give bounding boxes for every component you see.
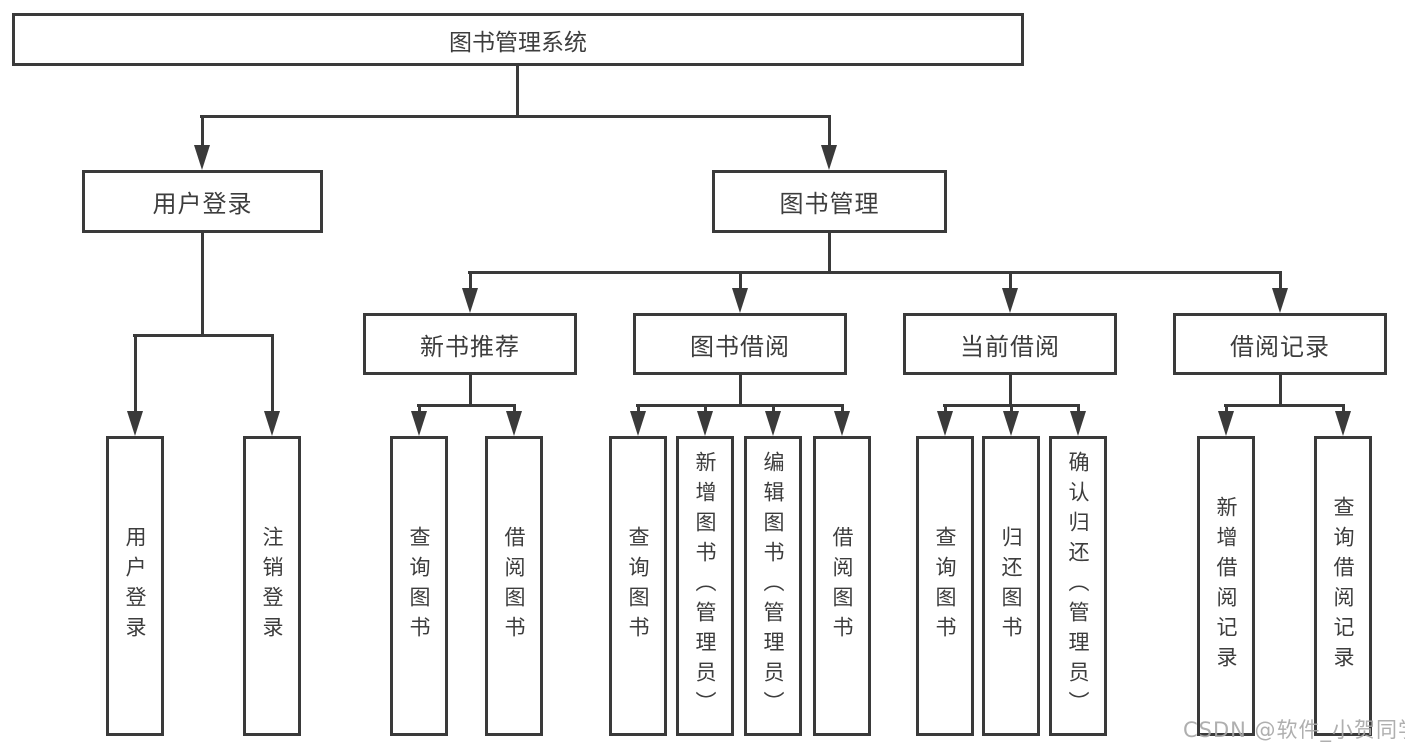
leaf-query-books-borrowing: 查询图书 xyxy=(609,436,667,736)
connector-leaf-riser xyxy=(944,404,947,414)
connector-recommend-bus xyxy=(417,404,516,407)
arrow-down-icon xyxy=(937,411,953,436)
leaf-query-books-recommend-label: 查询图书 xyxy=(407,526,431,646)
leaf-query-books-borrowing-label: 查询图书 xyxy=(626,526,650,646)
node-root-label: 图书管理系统 xyxy=(449,29,587,56)
leaf-query-borrow-record-label: 查询借阅记录 xyxy=(1331,496,1355,676)
node-user-login: 用户登录 xyxy=(82,170,323,233)
node-new-book-recommendation: 新书推荐 xyxy=(363,313,577,375)
connector-borrowing-drop xyxy=(739,373,742,406)
leaf-return-books-label: 归还图书 xyxy=(999,526,1023,646)
connector-level2-riser xyxy=(1009,271,1012,291)
connector-user-riser xyxy=(201,115,204,147)
connector-leaf-riser xyxy=(841,404,844,414)
connector-level2-bus xyxy=(468,271,1281,274)
leaf-borrow-books-borrowing-label: 借阅图书 xyxy=(830,526,854,646)
connector-userlogin-bus xyxy=(133,334,274,337)
node-borrowing-records-label: 借阅记录 xyxy=(1230,332,1330,361)
arrow-down-icon xyxy=(821,145,837,170)
connector-leaf-riser xyxy=(772,404,775,414)
node-book-borrowing: 图书借阅 xyxy=(633,313,847,375)
arrow-down-icon xyxy=(506,411,522,436)
connector-level1-bus xyxy=(200,115,831,118)
arrow-down-icon xyxy=(697,411,713,436)
leaf-borrow-books-borrowing: 借阅图书 xyxy=(813,436,871,736)
leaf-query-books-recommend: 查询图书 xyxy=(390,436,448,736)
csdn-watermark: CSDN @软件_小贺同学 xyxy=(1183,718,1405,742)
leaf-logout-label: 注销登录 xyxy=(260,526,284,646)
leaf-add-books-admin: 新增图书（管理员） xyxy=(676,436,734,736)
connector-borrowing-bus xyxy=(636,404,844,407)
connector-leaf-riser xyxy=(134,334,137,414)
connector-records-drop xyxy=(1279,373,1282,406)
arrow-down-icon xyxy=(127,411,143,436)
arrow-down-icon xyxy=(1218,411,1234,436)
leaf-add-borrow-record-label: 新增借阅记录 xyxy=(1214,496,1238,676)
node-current-borrowing-label: 当前借阅 xyxy=(960,332,1060,361)
leaf-query-books-current-label: 查询图书 xyxy=(933,526,957,646)
leaf-query-borrow-record: 查询借阅记录 xyxy=(1314,436,1372,736)
leaf-logout: 注销登录 xyxy=(243,436,301,736)
connector-current-drop xyxy=(1009,373,1012,406)
arrow-down-icon xyxy=(1335,411,1351,436)
leaf-add-borrow-record: 新增借阅记录 xyxy=(1197,436,1255,736)
arrow-down-icon xyxy=(462,288,478,313)
arrow-down-icon xyxy=(194,145,210,170)
connector-userlogin-drop xyxy=(201,231,204,336)
connector-leaf-riser xyxy=(1342,404,1345,414)
connector-leaf-riser xyxy=(418,404,421,414)
arrow-down-icon xyxy=(732,288,748,313)
connector-leaf-riser xyxy=(271,334,274,414)
node-user-login-label: 用户登录 xyxy=(152,190,253,218)
node-book-management: 图书管理 xyxy=(712,170,947,233)
leaf-edit-books-admin: 编辑图书（管理员） xyxy=(744,436,802,736)
arrow-down-icon xyxy=(765,411,781,436)
leaf-edit-books-admin-label: 编辑图书（管理员） xyxy=(761,451,785,721)
leaf-confirm-return-admin: 确认归还（管理员） xyxy=(1049,436,1107,736)
connector-leaf-riser xyxy=(1077,404,1080,414)
arrow-down-icon xyxy=(411,411,427,436)
connector-recommend-drop xyxy=(469,373,472,406)
node-current-borrowing: 当前借阅 xyxy=(903,313,1117,375)
connector-level2-riser xyxy=(469,271,472,291)
leaf-borrow-books-recommend-label: 借阅图书 xyxy=(502,526,526,646)
node-new-book-recommendation-label: 新书推荐 xyxy=(420,332,520,361)
connector-root-drop xyxy=(516,64,519,117)
arrow-down-icon xyxy=(1070,411,1086,436)
arrow-down-icon xyxy=(630,411,646,436)
connector-leaf-riser xyxy=(637,404,640,414)
arrow-down-icon xyxy=(1002,288,1018,313)
connector-leaf-riser xyxy=(1010,404,1013,414)
leaf-user-login: 用户登录 xyxy=(106,436,164,736)
leaf-add-books-admin-label: 新增图书（管理员） xyxy=(693,451,717,721)
connector-leaf-riser xyxy=(1225,404,1228,414)
leaf-user-login-label: 用户登录 xyxy=(123,526,147,646)
arrow-down-icon xyxy=(264,411,280,436)
connector-level2-riser xyxy=(739,271,742,291)
connector-level2-riser xyxy=(1279,271,1282,291)
arrow-down-icon xyxy=(1003,411,1019,436)
connector-mgmt-riser xyxy=(828,115,831,147)
leaf-return-books: 归还图书 xyxy=(982,436,1040,736)
arrow-down-icon xyxy=(834,411,850,436)
connector-leaf-riser xyxy=(513,404,516,414)
connector-leaf-riser xyxy=(704,404,707,414)
leaf-confirm-return-admin-label: 确认归还（管理员） xyxy=(1066,451,1090,721)
connector-bookmgmt-drop xyxy=(828,231,831,274)
leaf-borrow-books-recommend: 借阅图书 xyxy=(485,436,543,736)
node-root: 图书管理系统 xyxy=(12,13,1024,66)
leaf-query-books-current: 查询图书 xyxy=(916,436,974,736)
node-borrowing-records: 借阅记录 xyxy=(1173,313,1387,375)
node-book-borrowing-label: 图书借阅 xyxy=(690,332,790,361)
arrow-down-icon xyxy=(1272,288,1288,313)
connector-records-bus xyxy=(1224,404,1345,407)
node-book-management-label: 图书管理 xyxy=(779,190,880,218)
